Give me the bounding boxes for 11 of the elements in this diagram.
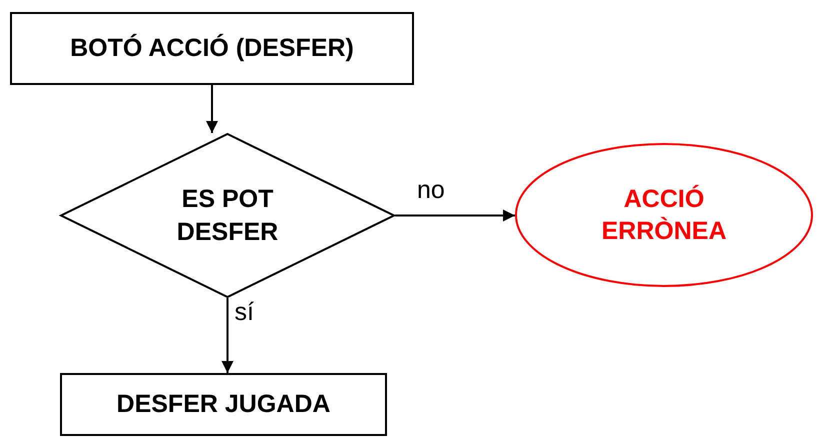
process-box [10, 12, 414, 85]
decision-diamond [60, 133, 395, 298]
node-label: BOTÓ ACCIÓ (DESFER) [70, 32, 354, 64]
arrow [206, 85, 218, 133]
node-label: ES POT DESFER [176, 184, 280, 248]
terminal-ellipse [515, 143, 813, 287]
node-label: ACCIÓ ERRÒNEA [600, 184, 728, 247]
arrow [222, 298, 234, 373]
process-box [60, 373, 387, 436]
arrow [395, 210, 515, 222]
node-label: DESFER JUGADA [116, 389, 330, 420]
